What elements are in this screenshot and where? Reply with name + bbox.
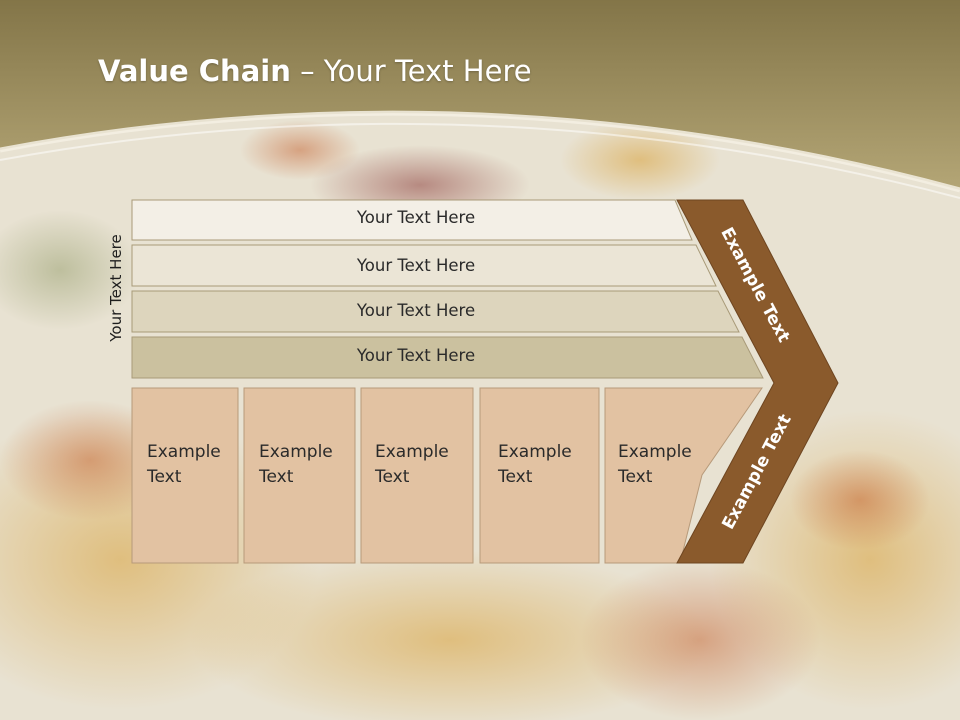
box-label-4-line2: Text bbox=[498, 467, 533, 487]
box-label-1-line1: Example bbox=[147, 442, 221, 462]
primary-box-1[interactable] bbox=[131, 387, 239, 564]
support-bar-4[interactable] bbox=[131, 336, 764, 379]
bar-label-4: Your Text Here bbox=[356, 346, 476, 365]
bar-label-3: Your Text Here bbox=[356, 301, 476, 320]
title-rest: – Your Text Here bbox=[290, 54, 532, 88]
support-bar-3[interactable] bbox=[131, 290, 740, 333]
support-bar-2[interactable] bbox=[131, 244, 717, 287]
primary-box-5[interactable] bbox=[604, 387, 763, 564]
box-label-1-line2: Text bbox=[147, 467, 182, 487]
primary-box-2[interactable] bbox=[243, 387, 356, 564]
box-label-4-line1: Example bbox=[498, 442, 572, 462]
box-label-3-line1: Example bbox=[375, 442, 449, 462]
primary-box-3[interactable] bbox=[360, 387, 474, 564]
box-label-2-line2: Text bbox=[259, 467, 294, 487]
support-bar-1[interactable] bbox=[131, 199, 693, 241]
box-label-3-line2: Text bbox=[375, 467, 410, 487]
box-label-2-line1: Example bbox=[259, 442, 333, 462]
bar-label-1: Your Text Here bbox=[356, 208, 476, 227]
primary-box-4[interactable] bbox=[479, 387, 600, 564]
margin-chevron[interactable] bbox=[676, 199, 839, 564]
slide-title: Value Chain – Your Text Here bbox=[98, 54, 532, 88]
title-bold: Value Chain bbox=[98, 54, 291, 88]
box-label-5-line2: Text bbox=[618, 467, 653, 487]
box-label-5-line1: Example bbox=[618, 442, 692, 462]
bar-label-2: Your Text Here bbox=[356, 256, 476, 275]
